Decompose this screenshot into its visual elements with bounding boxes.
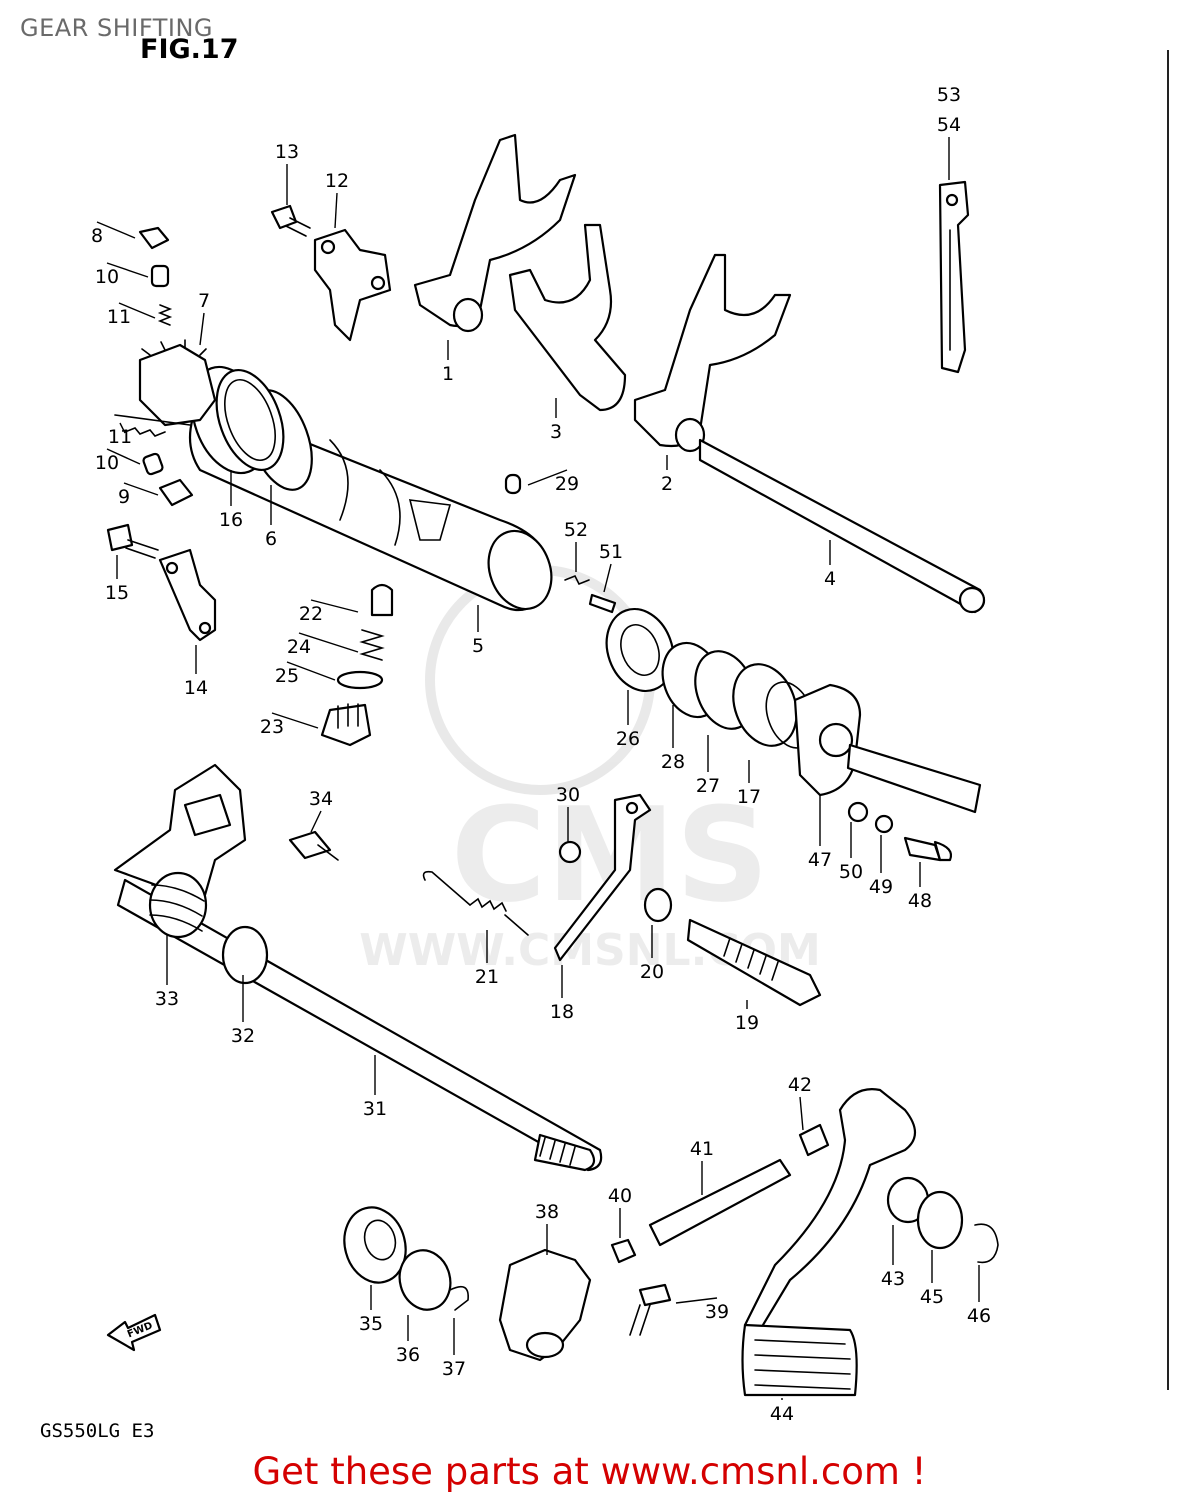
callout-1: 1 xyxy=(442,363,454,385)
callout-24: 24 xyxy=(287,636,311,658)
callout-3: 3 xyxy=(550,421,562,443)
leader-line-11 xyxy=(119,422,126,434)
callout-43: 43 xyxy=(881,1268,905,1290)
leader-line-42 xyxy=(799,1096,804,1131)
leader-line-8 xyxy=(96,221,136,239)
callout-35: 35 xyxy=(359,1313,383,1335)
callout-6: 6 xyxy=(265,528,277,550)
callout-28: 28 xyxy=(661,751,685,773)
gear-shift-arm xyxy=(422,793,822,1007)
gearshift-shaft xyxy=(113,763,603,1172)
callout-11: 11 xyxy=(107,306,131,328)
fwd-arrow: FWD xyxy=(106,1313,162,1352)
leader-line-24 xyxy=(298,632,359,653)
callout-39: 39 xyxy=(705,1301,729,1323)
pins-29-52-53 xyxy=(504,473,617,614)
callout-32: 32 xyxy=(231,1025,255,1047)
callout-16: 16 xyxy=(219,509,243,531)
leader-lines xyxy=(96,137,980,1400)
callout-52: 52 xyxy=(564,519,588,541)
leader-line-10 xyxy=(106,262,149,278)
callout-2: 2 xyxy=(661,473,673,495)
leader-line-29 xyxy=(527,469,568,486)
callout-9: 9 xyxy=(118,486,130,508)
callout-47: 47 xyxy=(808,849,832,871)
right-border xyxy=(1167,50,1174,1390)
callout-15: 15 xyxy=(105,582,129,604)
callout-44: 44 xyxy=(770,1403,794,1425)
shift-forks xyxy=(413,133,986,614)
model-code: GS550LG E3 xyxy=(40,1420,155,1442)
leader-line-34 xyxy=(310,810,322,833)
callout-37: 37 xyxy=(442,1358,466,1380)
stopper-parts xyxy=(114,226,194,507)
callout-23: 23 xyxy=(260,716,284,738)
callout-14: 14 xyxy=(184,677,208,699)
strip-54-55 xyxy=(938,180,970,374)
callout-41: 41 xyxy=(690,1138,714,1160)
callout-22: 22 xyxy=(299,603,323,625)
leader-line-11 xyxy=(118,302,156,319)
leader-line-10 xyxy=(106,448,141,465)
pin-34 xyxy=(288,830,339,861)
callout-31: 31 xyxy=(363,1098,387,1120)
plate-12 xyxy=(270,204,392,342)
callout-5: 5 xyxy=(472,635,484,657)
callout-51: 51 xyxy=(599,541,623,563)
callout-21: 21 xyxy=(475,966,499,988)
callout-13: 13 xyxy=(275,141,299,163)
page-title: GEAR SHIFTING xyxy=(20,14,214,42)
gearshift-lever-assembly xyxy=(343,1088,999,1397)
leader-line-9 xyxy=(123,482,159,496)
callout-53: 53 xyxy=(937,84,961,106)
figure-label: FIG.17 xyxy=(140,34,239,65)
callout-38: 38 xyxy=(535,1201,559,1223)
leader-line-12 xyxy=(334,192,338,229)
neutral-detent xyxy=(320,583,394,747)
leader-line-23 xyxy=(271,712,319,729)
callout-10: 10 xyxy=(95,452,119,474)
callout-18: 18 xyxy=(550,1001,574,1023)
callout-7: 7 xyxy=(198,290,210,312)
callout-50: 50 xyxy=(839,861,863,883)
callout-8: 8 xyxy=(91,225,103,247)
callout-49: 49 xyxy=(869,876,893,898)
leader-line-22 xyxy=(310,599,359,613)
callout-33: 33 xyxy=(155,988,179,1010)
callout-19: 19 xyxy=(735,1012,759,1034)
watermark-brand: CMS xyxy=(451,779,769,931)
callout-30: 30 xyxy=(556,784,580,806)
callout-4: 4 xyxy=(824,568,836,590)
callout-12: 12 xyxy=(325,170,349,192)
callout-10: 10 xyxy=(95,266,119,288)
leader-line-25 xyxy=(286,661,336,681)
callout-45: 45 xyxy=(920,1286,944,1308)
callout-36: 36 xyxy=(396,1344,420,1366)
footer-link[interactable]: Get these parts at www.cmsnl.com ! xyxy=(252,1450,927,1493)
callout-46: 46 xyxy=(967,1305,991,1327)
right-bearing-set xyxy=(605,607,982,862)
callout-42: 42 xyxy=(788,1074,812,1096)
callout-25: 25 xyxy=(275,665,299,687)
leader-line-39 xyxy=(675,1297,718,1304)
callout-40: 40 xyxy=(608,1185,632,1207)
callout-48: 48 xyxy=(908,890,932,912)
callout-20: 20 xyxy=(640,961,664,983)
shift-drum-assembly xyxy=(138,339,553,612)
callout-27: 27 xyxy=(696,775,720,797)
callout-26: 26 xyxy=(616,728,640,750)
plate-14 xyxy=(106,523,217,642)
callout-17: 17 xyxy=(737,786,761,808)
callout-34: 34 xyxy=(309,788,333,810)
callout-29: 29 xyxy=(555,473,579,495)
callout-11: 11 xyxy=(108,426,132,448)
callout-54: 54 xyxy=(937,114,961,136)
leader-line-51 xyxy=(603,563,612,593)
leader-line-7 xyxy=(199,312,205,346)
